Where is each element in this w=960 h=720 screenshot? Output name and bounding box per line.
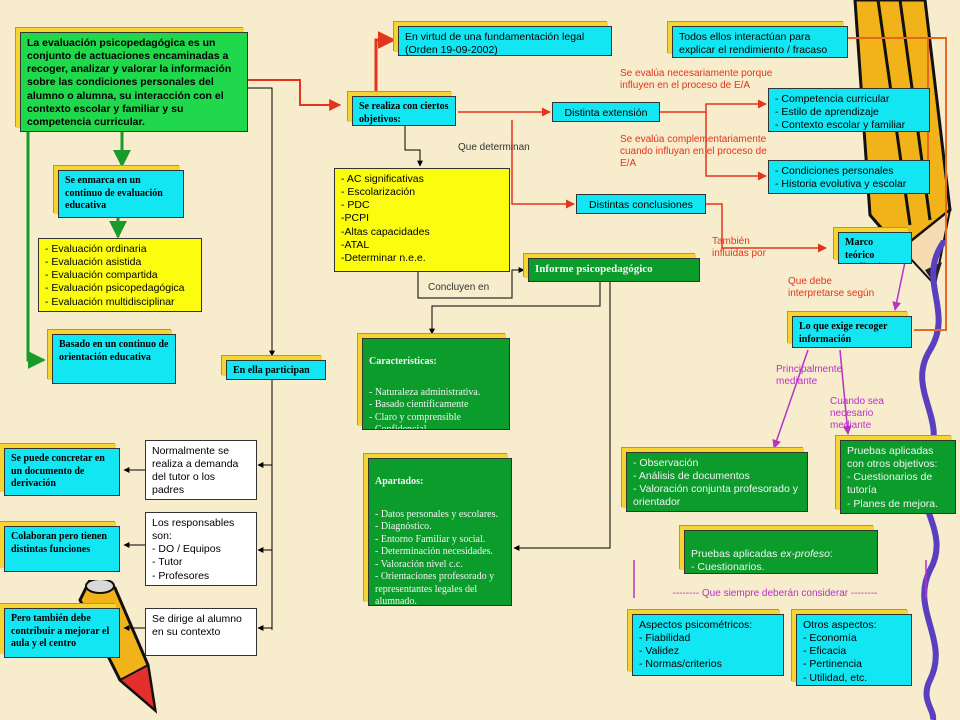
- informe-box: Informe psicopedagógico: [528, 258, 700, 282]
- enmarca-box: Se enmarca en un continuo de evaluación …: [58, 170, 184, 218]
- tambien-label: También influidas por: [712, 236, 766, 259]
- condiciones-box: - Condiciones personales - Historia evol…: [768, 160, 930, 194]
- principalmente-label: Principalmente mediante: [776, 364, 843, 387]
- complementariamente-label: Se evalúa complementariamente cuando inf…: [620, 134, 767, 169]
- conclusiones-box: Distintas conclusiones: [576, 194, 706, 214]
- apartados-list: - Datos personales y escolares. - Diagnó…: [375, 508, 499, 606]
- caracteristicas-box: Características: - Naturaleza administra…: [362, 338, 510, 430]
- marco-box: Marco teórico explicativo: [838, 232, 912, 264]
- ex-profeso-title: Pruebas aplicadas: [691, 548, 781, 561]
- dirige-box: Se dirige al alumno en su contexto: [145, 608, 257, 656]
- ex-profeso-box: Pruebas aplicadas ex-profeso: - Cuestion…: [684, 530, 878, 574]
- lista-objetivos-box: - AC significativas - Escolarización - P…: [334, 168, 510, 272]
- necesariamente-label: Se evalúa necesariamente porque influyen…: [620, 68, 773, 91]
- concluyen-label: Concluyen en: [428, 282, 490, 293]
- otros-aspectos-box: Otros aspectos: - Economía - Eficacia - …: [796, 614, 912, 686]
- tipos-evaluacion-box: - Evaluación ordinaria - Evaluación asis…: [38, 238, 202, 312]
- extension-box: Distinta extensión: [552, 102, 660, 122]
- siempre-label: -------- Que siempre deberán considerar …: [672, 588, 878, 599]
- apartados-title: Apartados:: [375, 475, 424, 487]
- basado-box: Basado en un continuo de orientación edu…: [52, 334, 176, 384]
- concretar-box: Se puede concretar en un documento de de…: [4, 448, 120, 496]
- participan-box: En ella participan: [226, 360, 326, 380]
- cuando-sea-label: Cuando sea necesario mediante: [830, 396, 884, 431]
- que-determinan-label: Que determinan: [458, 142, 530, 153]
- competencia-box: - Competencia curricular - Estilo de apr…: [768, 88, 930, 132]
- observacion-box: - Observación - Análisis de documentos -…: [626, 452, 808, 512]
- ex-profeso-emphasis: ex-profeso: [780, 548, 830, 561]
- colaboran-box: Colaboran pero tienen distintas funcione…: [4, 526, 120, 572]
- virtud-box: En virtud de una fundamentación legal (O…: [398, 26, 612, 56]
- caracteristicas-list: - Naturaleza administrativa. - Basado ci…: [369, 386, 481, 430]
- todos-box: Todos ellos interactúan para explicar el…: [672, 26, 848, 58]
- psicometricos-box: Aspectos psicométricos: - Fiabilidad - V…: [632, 614, 784, 676]
- apartados-box: Apartados: - Datos personales y escolare…: [368, 458, 512, 606]
- demanda-box: Normalmente se realiza a demanda del tut…: [145, 440, 257, 500]
- caracteristicas-title: Características:: [369, 355, 437, 367]
- responsables-box: Los responsables son: - DO / Equipos - T…: [145, 512, 257, 586]
- recoger-box: Lo que exige recoger información: [792, 316, 912, 348]
- interpretarse-label: Que debe interpretarse según: [788, 276, 875, 299]
- contribuir-box: Pero también debe contribuir a mejorar e…: [4, 608, 120, 658]
- objetivos-box: Se realiza con ciertos objetivos:: [352, 96, 456, 126]
- definicion-box: La evaluación psicopedagógica es un conj…: [20, 32, 248, 132]
- ex-profeso-list: : - Cuestionarios. - Tests psicológicos …: [691, 548, 833, 574]
- otras-pruebas-box: Pruebas aplicadas con otros objetivos: -…: [840, 440, 956, 514]
